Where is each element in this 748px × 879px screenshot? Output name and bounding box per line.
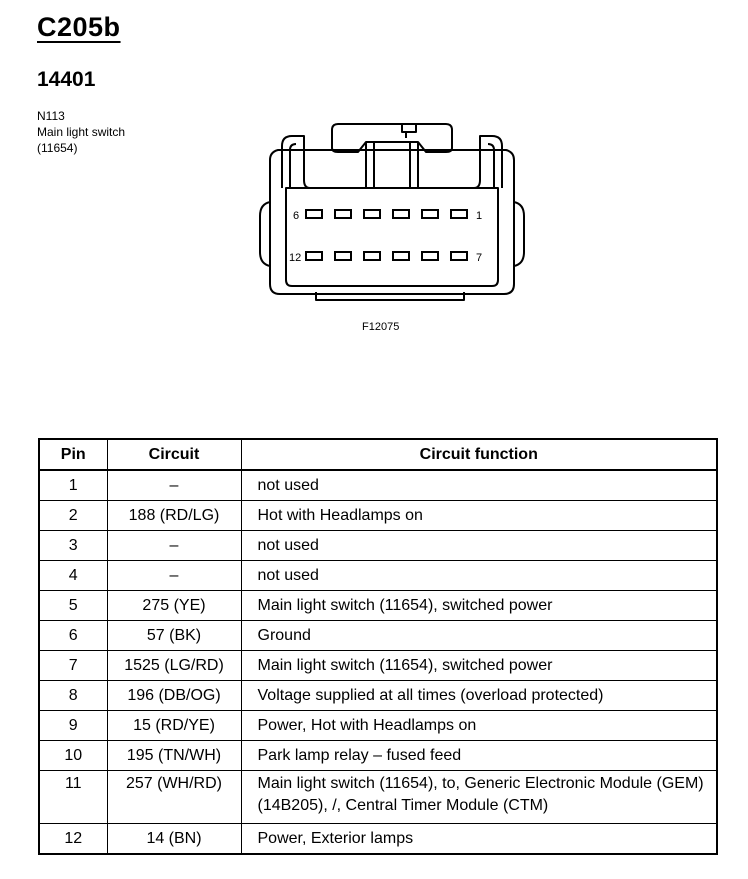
- circuit-cell: 257 (WH/RD): [106, 770, 242, 824]
- component-code: N113: [37, 109, 65, 123]
- table-row: 10 195 (TN/WH) Park lamp relay – fused f…: [38, 740, 718, 771]
- function-cell: not used: [240, 560, 718, 591]
- table-row: 11 257 (WH/RD) Main light switch (11654)…: [38, 770, 718, 824]
- table-row: 7 1525 (LG/RD) Main light switch (11654)…: [38, 650, 718, 681]
- circuit-cell: –: [106, 530, 242, 561]
- function-cell: not used: [240, 530, 718, 561]
- table-row: 9 15 (RD/YE) Power, Hot with Headlamps o…: [38, 710, 718, 741]
- circuit-cell: 15 (RD/YE): [106, 710, 242, 741]
- pin-cell: 6: [38, 620, 108, 651]
- connector-title: C205b: [37, 12, 121, 42]
- cavity-5: [334, 209, 352, 219]
- pin-cell: 10: [38, 740, 108, 771]
- pin-cell: 4: [38, 560, 108, 591]
- table-row: 12 14 (BN) Power, Exterior lamps: [38, 823, 718, 855]
- cavity-11: [334, 251, 352, 261]
- pin-label-12: 12: [289, 252, 302, 264]
- table-row: 8 196 (DB/OG) Voltage supplied at all ti…: [38, 680, 718, 711]
- connector-bottom-tab: [315, 292, 465, 301]
- circuit-cell: 14 (BN): [106, 823, 242, 855]
- cavity-8: [421, 251, 439, 261]
- pin-cavities: [305, 209, 468, 261]
- table-row: 1 – not used: [38, 469, 718, 501]
- connector-right-tower: [473, 135, 503, 189]
- cavity-7: [450, 251, 468, 261]
- circuit-cell: 196 (DB/OG): [106, 680, 242, 711]
- cavity-10: [363, 251, 381, 261]
- pin-label-7: 7: [476, 252, 483, 264]
- cavity-2: [421, 209, 439, 219]
- figure-id: F12075: [362, 321, 400, 333]
- function-cell: Hot with Headlamps on: [240, 500, 718, 531]
- connector-outline: [259, 123, 525, 301]
- circuit-cell: 1525 (LG/RD): [106, 650, 242, 681]
- function-cell: Main light switch (11654), switched powe…: [240, 650, 718, 681]
- function-cell: Main light switch (11654), switched powe…: [240, 590, 718, 621]
- circuit-cell: –: [106, 469, 242, 501]
- pin-cell: 12: [38, 823, 108, 855]
- connector-left-rib: [259, 201, 271, 267]
- header-pin: Pin: [38, 438, 108, 471]
- component-info: N113 Main light switch (11654): [37, 108, 125, 156]
- cavity-6: [305, 209, 323, 219]
- cavity-3: [392, 209, 410, 219]
- cavity-4: [363, 209, 381, 219]
- pin-label-1: 1: [476, 210, 483, 222]
- component-name: Main light switch: [37, 125, 126, 139]
- function-cell: Power, Exterior lamps: [240, 823, 718, 855]
- pin-cell: 7: [38, 650, 108, 681]
- pin-label-6: 6: [293, 210, 300, 222]
- pin-cell: 1: [38, 469, 108, 501]
- header-circuit: Circuit: [106, 438, 242, 471]
- circuit-cell: –: [106, 560, 242, 591]
- cavity-12: [305, 251, 323, 261]
- connector-top-latch: [331, 123, 453, 153]
- table-row: 3 – not used: [38, 530, 718, 561]
- pin-cell: 2: [38, 500, 108, 531]
- function-cell: Voltage supplied at all times (overload …: [240, 680, 718, 711]
- pin-cell: 3: [38, 530, 108, 561]
- cavity-1: [450, 209, 468, 219]
- circuit-cell: 195 (TN/WH): [106, 740, 242, 771]
- function-cell: Ground: [240, 620, 718, 651]
- component-part-ref: (11654): [37, 141, 78, 155]
- header-circuit-function: Circuit function: [240, 438, 718, 471]
- connector-face-diagram: 6 1 12 7: [256, 120, 528, 310]
- function-cell: Main light switch (11654), to, Generic E…: [240, 770, 718, 824]
- function-cell: Power, Hot with Headlamps on: [240, 710, 718, 741]
- table-header-row: Pin Circuit Circuit function: [38, 438, 718, 471]
- connector-right-rib: [513, 201, 525, 267]
- pin-cell: 8: [38, 680, 108, 711]
- connector-body: [269, 149, 515, 295]
- circuit-cell: 188 (RD/LG): [106, 500, 242, 531]
- table-row: 5 275 (YE) Main light switch (11654), sw…: [38, 590, 718, 621]
- table-row: 6 57 (BK) Ground: [38, 620, 718, 651]
- part-number: 14401: [37, 68, 96, 91]
- pin-cell: 5: [38, 590, 108, 621]
- circuit-cell: 57 (BK): [106, 620, 242, 651]
- function-cell: Park lamp relay – fused feed: [240, 740, 718, 771]
- table-row: 4 – not used: [38, 560, 718, 591]
- circuit-cell: 275 (YE): [106, 590, 242, 621]
- function-cell: not used: [240, 469, 718, 501]
- pin-cell: 11: [38, 770, 108, 824]
- pin-cell: 9: [38, 710, 108, 741]
- cavity-9: [392, 251, 410, 261]
- table-row: 2 188 (RD/LG) Hot with Headlamps on: [38, 500, 718, 531]
- connector-inner-wall: [285, 187, 499, 287]
- connector-left-tower: [281, 135, 311, 189]
- pin-table: Pin Circuit Circuit function 1 – not use…: [38, 438, 718, 855]
